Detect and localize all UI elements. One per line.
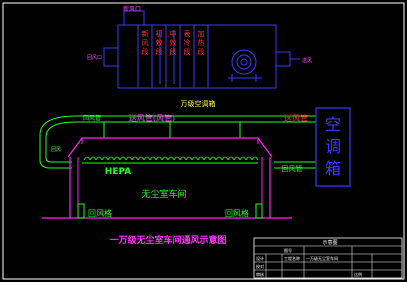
- title-block-cell: 审核: [256, 271, 264, 277]
- right-return-grille-label: 回风格: [225, 208, 249, 218]
- return-air-inlet: [103, 47, 119, 67]
- diagram-title: 一万级无尘室车间通风示意图: [109, 234, 226, 246]
- duct-system: [39, 115, 317, 169]
- hepa-coil: [221, 156, 229, 161]
- hepa-coil: [137, 156, 145, 161]
- ahu-section-char: 效: [170, 38, 177, 47]
- hepa-coil: [149, 156, 157, 161]
- supply-duct-label: 送风管(风管): [129, 113, 175, 123]
- hepa-coil: [185, 156, 193, 161]
- supply-label: 送风: [302, 57, 312, 64]
- hepa-coil: [119, 156, 127, 161]
- hepa-coil: [107, 156, 115, 161]
- hepa-coil: [203, 156, 211, 161]
- hepa-coil: [131, 156, 139, 161]
- title-block-cell: 设计: [256, 255, 264, 261]
- left-vertical-label: 回风: [51, 147, 61, 153]
- ahu-section-char: 段: [170, 47, 177, 56]
- title-block-cells: 图号设计 工程名称一万级无尘室车间校对审核 比例: [256, 247, 362, 277]
- room-roof: [67, 137, 273, 158]
- hepa-label: HEPA: [105, 167, 131, 177]
- hepa-coil: [95, 156, 103, 161]
- hepa-coil: [83, 156, 91, 161]
- title-block-header: 示意图: [322, 239, 337, 246]
- title-block-cell: 校对: [256, 263, 264, 269]
- hepa-coil: [251, 156, 259, 161]
- right-return-duct: [274, 161, 316, 169]
- hepa-coil: [239, 156, 247, 161]
- left-return-duct: [39, 115, 77, 169]
- fan-icon: [228, 49, 262, 82]
- drawing-border: [2, 2, 405, 280]
- hepa-coil: [209, 156, 217, 161]
- ahu-section-char: 加: [198, 29, 205, 38]
- ahu-section-char: 段: [156, 47, 163, 56]
- ahu-section-char: 中: [170, 29, 177, 38]
- ahu-section-char: 风: [142, 39, 149, 47]
- supply-outlet: [275, 51, 291, 67]
- room-name: 无尘室车间: [141, 188, 186, 200]
- hepa-coil: [143, 156, 151, 161]
- left-return-grille-label: 回风格: [88, 208, 112, 218]
- ahu-section-char: 初: [156, 29, 163, 38]
- hepa-coil: [101, 156, 109, 161]
- ahu-section-char: 段: [184, 47, 191, 56]
- title-block-cell: 一万级无尘室车间: [306, 255, 338, 261]
- ahu-section-char: 热: [198, 38, 205, 47]
- hepa-coil: [155, 156, 163, 161]
- right-return-grille: [255, 203, 263, 219]
- right-return-pipe-label: 回风管: [282, 164, 303, 173]
- ac-box: [315, 107, 351, 187]
- ahu-section-char: 表: [184, 29, 191, 38]
- fresh-air-label: 新风口: [123, 5, 141, 13]
- ahu-section-char: 段: [142, 47, 149, 56]
- ac-box-char: 箱: [325, 159, 341, 178]
- ahu-section-char: 段: [198, 47, 205, 56]
- title-block-frame: [253, 237, 403, 279]
- hepa-coil: [197, 156, 205, 161]
- title-block-cell: 图号: [284, 247, 292, 253]
- return-air-label: 回风口: [87, 55, 102, 61]
- hepa-coil: [173, 156, 181, 161]
- hepa-filter-row: [83, 156, 259, 161]
- title-block: 示意图 图号设计 工程名称一万级无尘室车间校对审核 比例: [253, 237, 403, 279]
- hepa-coil: [161, 156, 169, 161]
- hepa-coil: [233, 156, 241, 161]
- ahu-section-char: 新: [142, 29, 149, 38]
- hepa-coil: [215, 156, 223, 161]
- fresh-air-inlet: [123, 10, 145, 26]
- title-block-cell: 工程名称: [284, 255, 300, 261]
- ac-box-label: 空调箱: [325, 115, 341, 178]
- hepa-coil: [227, 156, 235, 161]
- ac-box-char: 调: [325, 137, 341, 156]
- supply-pipe-label: 送风管: [284, 113, 308, 123]
- left-return-pipe-label: 回风管: [83, 114, 101, 122]
- hepa-coil: [89, 156, 97, 161]
- hepa-coil: [245, 156, 253, 161]
- title-block-cell: 比例: [354, 271, 362, 277]
- ahu-caption: 万级空调箱: [181, 99, 216, 108]
- ahu-section-char: 冷: [184, 38, 191, 47]
- ac-box-char: 空: [325, 115, 341, 134]
- hepa-coil: [113, 156, 121, 161]
- hepa-coil: [191, 156, 199, 161]
- hepa-coil: [179, 156, 187, 161]
- left-return-grille: [77, 203, 85, 219]
- clean-room: [42, 137, 292, 219]
- hepa-coil: [167, 156, 175, 161]
- hepa-coil: [125, 156, 133, 161]
- ahu-section-char: 效: [156, 38, 163, 47]
